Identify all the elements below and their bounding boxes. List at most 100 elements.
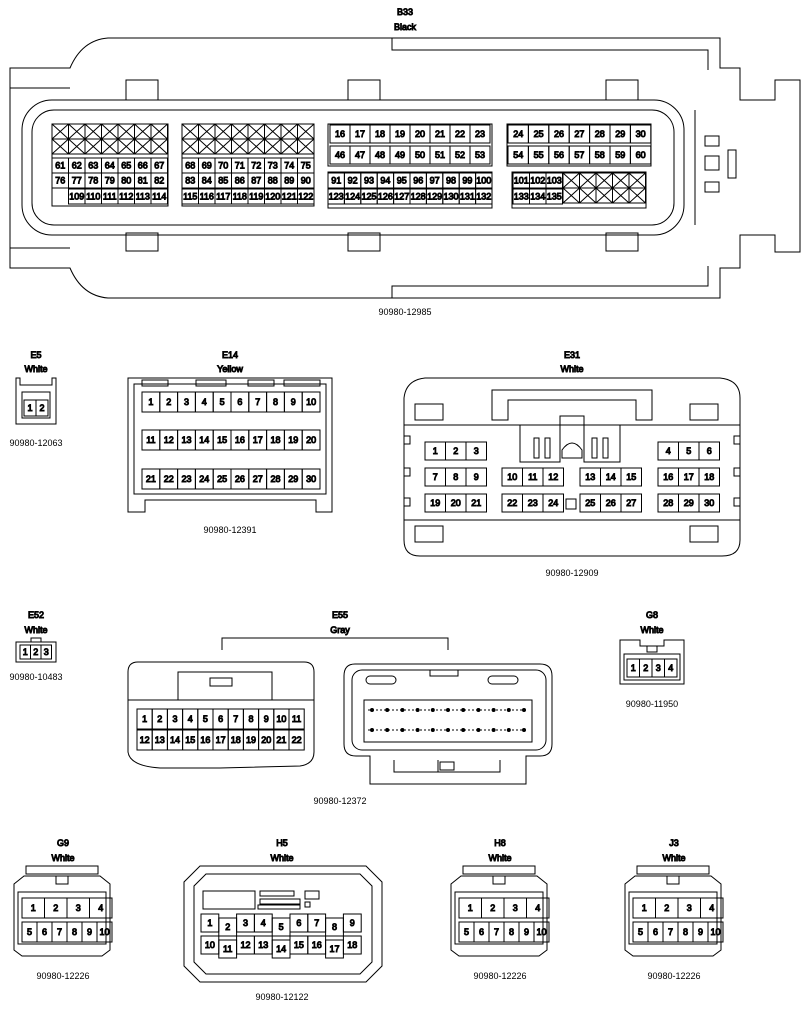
b33-pin: 118 — [233, 192, 247, 202]
b33-pin: 128 — [411, 192, 426, 202]
b33-pin: 97 — [430, 176, 440, 186]
e14-pin-cell — [301, 391, 321, 413]
unused-cavity-cross — [181, 138, 199, 155]
b33-pin: 18 — [375, 129, 385, 139]
e14-pin: 28 — [270, 474, 280, 484]
e55-pin: 2 — [157, 714, 162, 724]
b33-pin: 23 — [475, 129, 485, 139]
unused-cavity-cross — [579, 187, 597, 204]
h5-pin: 12 — [240, 940, 250, 950]
unused-cavity-cross — [595, 187, 613, 204]
j3-pin-cell — [700, 897, 724, 919]
b33-pin: 75 — [301, 161, 311, 171]
h5-pin: 9 — [350, 918, 355, 928]
h5-pin-cell — [342, 913, 362, 933]
h5-pin: 10 — [205, 940, 215, 950]
e31-pin: 18 — [704, 472, 714, 482]
e55-terminal-dot — [461, 728, 466, 732]
b33-pin: 110 — [86, 192, 100, 202]
g9-part-number: 90980-12226 — [36, 971, 89, 981]
b33-pin: 29 — [615, 129, 625, 139]
e55-terminal-dot — [522, 708, 526, 712]
b33-pin: 72 — [251, 161, 261, 171]
e14-pin: 17 — [253, 435, 263, 445]
unused-cavity-cross — [595, 172, 613, 189]
b33-pin: 135 — [547, 192, 562, 202]
b33-pin: 16 — [335, 129, 345, 139]
j3-pin: 4 — [709, 903, 714, 913]
unused-cavity-cross — [51, 138, 69, 155]
unused-cavity-cross — [214, 138, 232, 155]
unused-cavity-cross — [117, 138, 135, 155]
unused-cavity — [628, 187, 646, 204]
unused-cavity-cross — [628, 187, 646, 204]
unused-cavity-cross — [264, 123, 282, 140]
e14-pin: 22 — [164, 474, 174, 484]
h8-pin: 7 — [494, 927, 499, 937]
b33-pin: 27 — [574, 129, 584, 139]
e14-pin: 6 — [237, 397, 242, 407]
b33-part-number: 90980-12985 — [378, 307, 431, 317]
e31-color: White — [560, 364, 583, 374]
b33-pin: 116 — [200, 192, 214, 202]
j3-pin-cell — [707, 921, 724, 943]
unused-cavity-cross — [150, 138, 168, 155]
e55-terminal-dot — [430, 708, 435, 712]
e55-terminal-dot — [446, 728, 450, 732]
b33-pin: 62 — [72, 161, 82, 171]
b33-block-d-top — [506, 123, 652, 167]
b33-pin: 60 — [636, 150, 646, 160]
e52-pin: 3 — [44, 647, 49, 657]
b33-pin: 48 — [375, 150, 385, 160]
g9-pin: 6 — [42, 927, 47, 937]
b33-pin: 119 — [249, 192, 263, 202]
e55-terminal-dot — [476, 728, 481, 732]
e31-pin: 4 — [666, 446, 671, 456]
e5-pin: 2 — [39, 403, 44, 413]
e14-pin: 3 — [184, 397, 189, 407]
h5-code: H5 — [276, 838, 288, 848]
e14-pin: 16 — [235, 435, 245, 445]
b33-pin: 56 — [554, 150, 564, 160]
h8-pin: 6 — [479, 927, 484, 937]
b33-pin: 17 — [355, 129, 365, 139]
h5-color: White — [270, 853, 293, 863]
h8-color: White — [488, 853, 511, 863]
h8-pin-cell — [533, 921, 550, 943]
b33-pin: 70 — [218, 161, 228, 171]
e55-pin: 3 — [172, 714, 177, 724]
e55-terminal-dot — [415, 728, 420, 732]
e52-color: White — [24, 625, 47, 635]
e55-pin: 21 — [276, 735, 286, 745]
b33-pin: 46 — [335, 150, 345, 160]
e55-part-number: 90980-12372 — [313, 796, 366, 806]
e55-terminal-dot — [476, 708, 481, 712]
b33-pin: 90 — [301, 176, 311, 186]
e52-part-number: 90980-10483 — [9, 672, 62, 682]
b33-pin: 47 — [355, 150, 365, 160]
e31-pin: 15 — [626, 472, 636, 482]
j3-pin: 3 — [687, 903, 692, 913]
g9-color: White — [51, 853, 74, 863]
e31-pin-cell — [698, 441, 720, 461]
b33-pin: 86 — [235, 176, 245, 186]
b33-pin: 88 — [268, 176, 278, 186]
j3-pin: 10 — [710, 927, 720, 937]
b33-pin: 125 — [361, 192, 376, 202]
e31-pin: 11 — [528, 472, 537, 482]
e31-pin: 7 — [433, 472, 438, 482]
e31-pin: 28 — [663, 498, 673, 508]
e14-pin: 24 — [199, 474, 209, 484]
b33-pin: 55 — [534, 150, 544, 160]
b33-pin-cell — [475, 172, 493, 189]
g9-pin-cell — [96, 921, 113, 943]
b33-pin: 52 — [455, 150, 465, 160]
h5-housing — [183, 865, 383, 983]
